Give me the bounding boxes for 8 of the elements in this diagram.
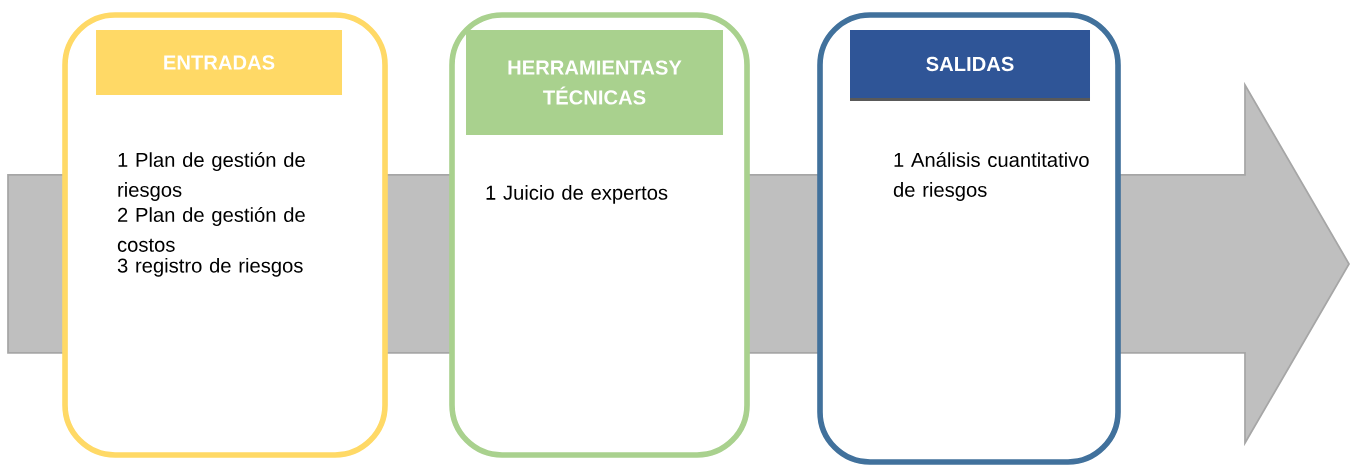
list-item: 1 Plan de gestión de riesgos xyxy=(118,152,305,201)
list-item: 1 Análisis cuantitativo de riesgos xyxy=(893,152,1089,201)
list-item: 1 Juicio de expertos xyxy=(486,185,668,204)
list-item: 2 Plan de gestión de costos xyxy=(117,206,305,252)
header-band: HERRAMIENTASY TÉCNICAS xyxy=(466,30,723,135)
header-band: SALIDAS xyxy=(850,30,1090,101)
list-item: 3 registro de riesgos xyxy=(117,257,303,277)
header-band: ENTRADAS xyxy=(96,30,342,95)
